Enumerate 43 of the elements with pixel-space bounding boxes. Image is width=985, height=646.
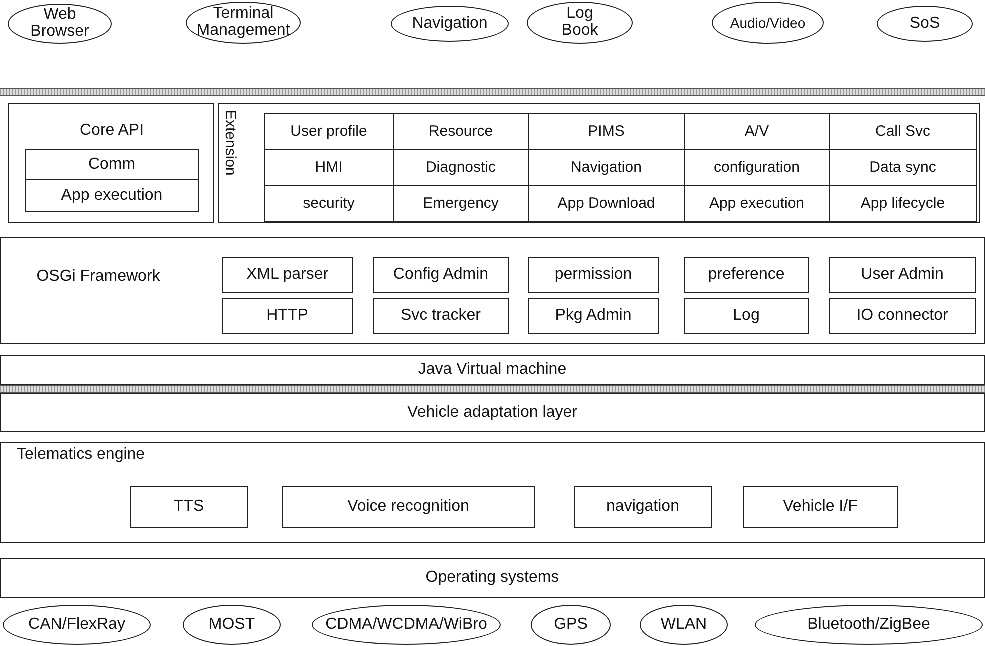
component-box: Vehicle I/F (743, 486, 898, 528)
component-box: Svc tracker (373, 298, 509, 334)
component-box: permission (528, 257, 659, 293)
ellipse-node: Bluetooth/ZigBee (755, 605, 983, 645)
component-box: User Admin (829, 257, 976, 293)
layer-heading: Core API (78, 122, 146, 140)
layer-band: Java Virtual machine (0, 355, 985, 385)
layer-box (0, 442, 985, 543)
ellipse-node: CAN/FlexRay (3, 605, 151, 645)
component-box: Comm (25, 149, 199, 180)
component-box: IO connector (829, 298, 976, 334)
component-box: App execution (25, 179, 199, 212)
ellipse-node: Web Browser (8, 4, 112, 44)
ellipse-node: Navigation (391, 6, 509, 42)
component-box: navigation (574, 486, 712, 528)
component-box: HTTP (222, 298, 353, 334)
table-cell: App lifecycle (829, 185, 977, 222)
ellipse-node: GPS (531, 605, 611, 645)
component-box: TTS (130, 486, 248, 528)
ellipse-node: Terminal Management (186, 2, 301, 44)
ellipse-node: Audio/Video (712, 2, 824, 44)
ellipse-node: Log Book (527, 2, 633, 44)
component-box: Pkg Admin (528, 298, 659, 334)
ellipse-node: CDMA/WCDMA/WiBro (312, 605, 501, 645)
layer-heading: Telematics engine (17, 446, 146, 464)
component-box: Log (684, 298, 809, 334)
ellipse-node: SoS (877, 6, 973, 42)
ellipse-node: MOST (183, 605, 281, 645)
component-box: XML parser (222, 257, 353, 293)
layer-box (8, 103, 214, 223)
layer-heading: OSGi Framework (36, 268, 162, 286)
component-box: preference (684, 257, 809, 293)
layer-box (0, 237, 985, 344)
component-box: Config Admin (373, 257, 509, 293)
component-box: Voice recognition (282, 486, 535, 528)
layer-band: Operating systems (0, 558, 985, 598)
layer-heading: Extension (222, 110, 239, 176)
table-cell: Call Svc (829, 113, 977, 150)
ellipse-node: WLAN (640, 605, 728, 645)
layer-box (218, 103, 980, 223)
table-cell: security (264, 185, 394, 222)
table-cell: User profile (264, 113, 394, 150)
layer-band: Vehicle adaptation layer (0, 393, 985, 432)
